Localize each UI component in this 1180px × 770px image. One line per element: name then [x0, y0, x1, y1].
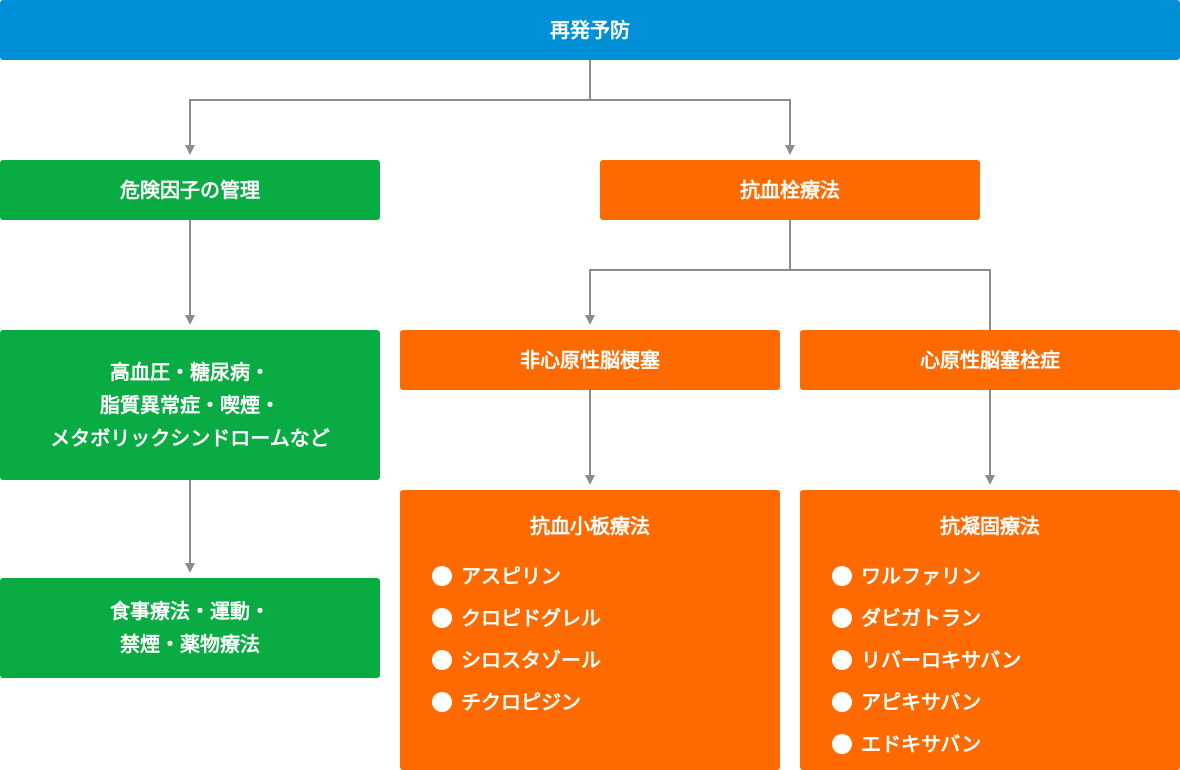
- bullet-icon: [832, 692, 852, 712]
- antiplatelet-node: 抗血小板療法 アスピリン クロピドグレル シロスタゾール チクロピジン: [400, 490, 780, 770]
- connector-root-risk: [185, 60, 591, 155]
- risk-condition-line: 高血圧・糖尿病・: [110, 359, 270, 384]
- drug-item: シロスタゾール: [432, 639, 601, 681]
- bullet-icon: [432, 608, 452, 628]
- drug-name: チクロピジン: [461, 690, 581, 714]
- risk-management-label: 危険因子の管理: [120, 177, 260, 202]
- connector-root-antithrombotic: [590, 99, 795, 155]
- noncardio-label: 非心原性脳梗塞: [520, 347, 660, 372]
- drug-name: シロスタゾール: [461, 648, 601, 672]
- anticoagulant-drug-list: ワルファリン ダビガトラン リバーロキサバン アピキサバン エドキサバン: [832, 555, 1021, 765]
- drug-item: ワルファリン: [832, 555, 1021, 597]
- risk-conditions-node: 高血圧・糖尿病・ 脂質異常症・喫煙・ メタボリックシンドロームなど: [0, 330, 380, 480]
- bullet-icon: [432, 650, 452, 670]
- risk-treatment-line: 食事療法・運動・: [110, 599, 270, 623]
- drug-name: ダビガトラン: [861, 606, 981, 630]
- bullet-icon: [832, 650, 852, 670]
- bullet-icon: [432, 692, 452, 712]
- drug-item: チクロピジン: [432, 681, 601, 723]
- noncardio-node: 非心原性脳梗塞: [400, 330, 780, 390]
- drug-name: クロピドグレル: [461, 606, 601, 630]
- drug-item: ダビガトラン: [832, 597, 1021, 639]
- drug-name: リバーロキサバン: [861, 648, 1022, 672]
- drug-item: クロピドグレル: [432, 597, 601, 639]
- connector-antithrombotic-noncardio: [585, 220, 791, 325]
- drug-item: アピキサバン: [832, 681, 1021, 723]
- drug-name: アスピリン: [461, 564, 561, 588]
- bullet-icon: [432, 566, 452, 586]
- drug-name: ワルファリン: [861, 564, 981, 588]
- drug-item: エドキサバン: [832, 723, 1021, 765]
- antiplatelet-drug-list: アスピリン クロピドグレル シロスタゾール チクロピジン: [432, 555, 601, 723]
- drug-name: アピキサバン: [861, 690, 982, 714]
- bullet-icon: [832, 734, 852, 754]
- risk-treatments-node: 食事療法・運動・ 禁煙・薬物療法: [0, 578, 380, 678]
- bullet-icon: [832, 608, 852, 628]
- root-node: 再発予防: [0, 0, 1180, 60]
- antithrombotic-node: 抗血栓療法: [600, 160, 980, 220]
- risk-management-node: 危険因子の管理: [0, 160, 380, 220]
- cardio-label: 心原性脳塞栓症: [920, 347, 1060, 372]
- root-label: 再発予防: [550, 17, 630, 42]
- drug-item: リバーロキサバン: [832, 639, 1021, 681]
- risk-treatment-line: 禁煙・薬物療法: [120, 632, 260, 656]
- bullet-icon: [832, 566, 852, 586]
- antiplatelet-label: 抗血小板療法: [530, 514, 650, 538]
- anticoagulant-node: 抗凝固療法 ワルファリン ダビガトラン リバーロキサバン アピキサバン エドキサ…: [800, 490, 1180, 770]
- risk-condition-line: メタボリックシンドロームなど: [50, 425, 330, 450]
- drug-name: エドキサバン: [861, 732, 982, 756]
- cardio-node: 心原性脳塞栓症: [800, 330, 1180, 390]
- drug-item: アスピリン: [432, 555, 601, 597]
- risk-condition-line: 脂質異常症・喫煙・: [100, 392, 280, 417]
- connector-antithrombotic-cardio: [790, 269, 991, 330]
- anticoagulant-label: 抗凝固療法: [940, 514, 1040, 538]
- antithrombotic-label: 抗血栓療法: [740, 177, 840, 202]
